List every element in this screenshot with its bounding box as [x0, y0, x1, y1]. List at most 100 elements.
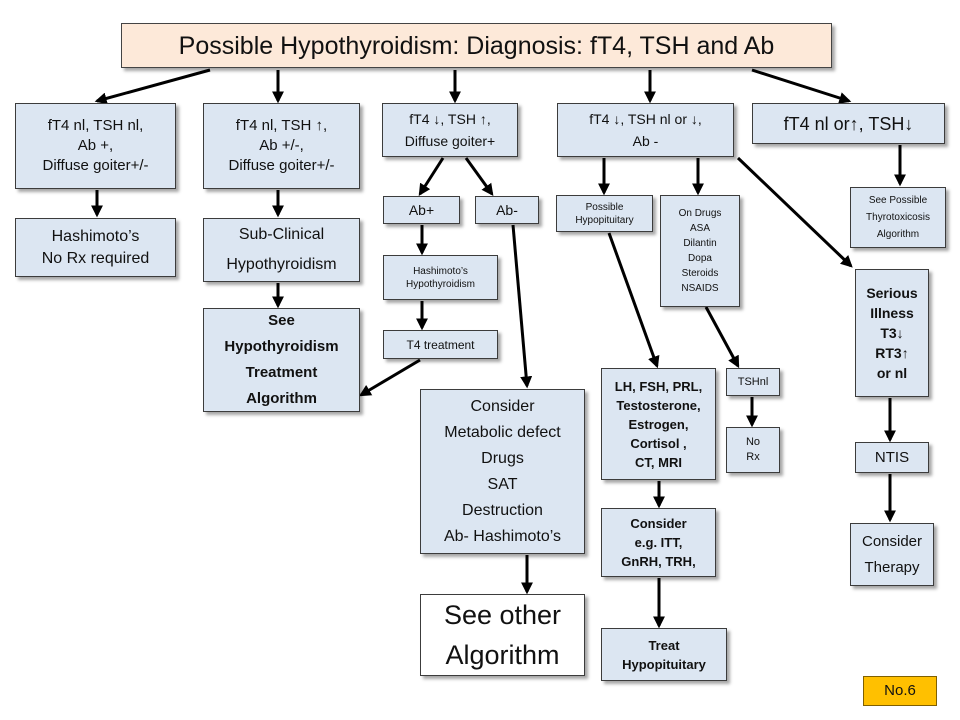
box-line: Ab- — [496, 201, 518, 218]
box-consider-causes: Consider Metabolic defect Drugs SAT Dest… — [420, 389, 585, 554]
box-line: Dilantin — [683, 238, 717, 249]
box-line: NSAIDS — [681, 283, 719, 294]
box-line: Therapy — [864, 558, 920, 576]
box-see-other-algorithm: See other Algorithm — [420, 594, 585, 676]
box-low-ft4-tsh-nl-branch: fT4 ↓, TSH nl or ↓, Ab - — [557, 103, 734, 157]
box-line: TSHnl — [737, 375, 769, 388]
box-line: On Drugs — [678, 208, 722, 219]
box-line: Serious — [866, 285, 918, 301]
box-subclinical-branch: fT4 nl, TSH ↑, Ab +/-, Diffuse goiter+/- — [203, 103, 360, 189]
box-line: LH, FSH, PRL, — [614, 378, 703, 394]
box-line: No — [745, 436, 761, 448]
box-line: T3↓ — [880, 325, 904, 341]
arrow-title-to-tsh-low — [751, 68, 852, 104]
box-line: Hypothyroidism — [224, 338, 339, 355]
box-line: Metabolic defect — [444, 423, 561, 441]
box-line: ASA — [689, 223, 710, 234]
box-line: Hashimoto’s — [51, 227, 140, 245]
box-line: Hashimoto’s — [413, 265, 468, 277]
arrow-t4-to-see-algorithm — [358, 358, 421, 397]
box-no-rx: No Rx — [726, 427, 780, 473]
box-see-hypothyroidism-algorithm: See Hypothyroidism Treatment Algorithm — [203, 308, 360, 412]
box-line: fT4 ↓, TSH nl or ↓, — [589, 111, 702, 127]
box-ab-pos: Ab+ — [383, 196, 460, 224]
box-line: Hypopituitary — [575, 214, 634, 226]
badge-text: No.6 — [884, 682, 916, 699]
box-line: RT3↑ — [875, 345, 909, 361]
box-treat-hypopituitary: Treat Hypopituitary — [601, 628, 727, 681]
box-see-thyrotoxicosis: See Possible Thyrotoxicosis Algorithm — [850, 187, 946, 248]
box-line: Ab- Hashimoto’s — [443, 527, 562, 545]
box-low-ft4-high-tsh-branch: fT4 ↓, TSH ↑, Diffuse goiter+ — [382, 103, 518, 157]
box-line: Ab - — [632, 133, 659, 149]
arrow-low-ft4-to-serious-illness — [736, 156, 853, 268]
arrow-low-ft4-to-ab-pos — [418, 157, 445, 197]
box-line: No Rx required — [41, 249, 150, 267]
box-line: Steroids — [681, 268, 719, 279]
box-line: Consider — [630, 516, 687, 531]
diagram-title: Possible Hypothyroidism: Diagnosis: fT4,… — [121, 23, 832, 68]
box-line: See other — [443, 600, 562, 630]
box-line: fT4 nl, TSH ↑, — [235, 117, 328, 134]
box-line: Diffuse goiter+ — [404, 133, 496, 149]
box-on-drugs: On Drugs ASA Dilantin Dopa Steroids NSAI… — [660, 195, 740, 307]
box-line: fT4 nl, TSH nl, — [47, 117, 144, 134]
slide-number-badge: No.6 — [863, 676, 937, 706]
arrow-low-ft4-to-ab-neg — [464, 157, 494, 196]
box-line: Treat — [648, 637, 680, 653]
box-line: Consider — [861, 532, 923, 550]
box-line: GnRH, TRH, — [621, 554, 696, 569]
box-ntis: NTIS — [855, 442, 929, 473]
box-line: Diffuse goiter+/- — [228, 157, 335, 174]
title-text: Possible Hypothyroidism: Diagnosis: fT4,… — [178, 31, 775, 60]
box-t4-treatment: T4 treatment — [383, 330, 498, 359]
box-line: T4 treatment — [406, 337, 475, 352]
box-line: Consider — [470, 397, 535, 415]
box-subclinical: Sub-Clinical Hypothyroidism — [203, 218, 360, 282]
box-line: Illness — [870, 305, 914, 321]
box-line: Destruction — [462, 501, 543, 519]
box-normal-branch: fT4 nl, TSH nl, Ab +, Diffuse goiter+/- — [15, 103, 176, 189]
box-line: Diffuse goiter+/- — [42, 157, 149, 174]
box-line: Sub-Clinical — [238, 226, 325, 243]
box-line: Dopa — [688, 253, 712, 264]
box-line: Hypothyroidism — [226, 256, 337, 273]
arrow-ab-neg-to-consider — [511, 224, 533, 389]
box-line: See Possible — [868, 195, 928, 206]
box-serious-illness: Serious Illness T3↓ RT3↑ or nl — [855, 269, 929, 397]
box-line: Treatment — [245, 364, 318, 381]
box-line: Hypopituitary — [622, 656, 706, 672]
arrow-hypopituitary-to-tests — [607, 232, 660, 369]
box-line: or nl — [876, 365, 908, 381]
box-line: Ab +, — [77, 137, 114, 154]
box-line: Estrogen, — [628, 416, 689, 432]
arrow-drugs-to-tshnl — [704, 306, 740, 369]
box-line: Drugs — [481, 449, 524, 467]
box-line: Algorithm — [445, 640, 560, 670]
box-line: Cortisol , — [630, 435, 687, 451]
box-line: Testosterone, — [616, 397, 701, 413]
arrow-title-to-normal — [94, 68, 211, 105]
box-line: Possible — [585, 201, 624, 213]
box-hashimoto-no-rx: Hashimoto’s No Rx required — [15, 218, 176, 277]
box-line: SAT — [487, 475, 518, 493]
box-line: fT4 nl or↑, TSH↓ — [783, 113, 914, 134]
box-ab-neg: Ab- — [475, 196, 539, 224]
box-possible-hypopituitary: Possible Hypopituitary — [556, 195, 653, 232]
box-tsh-nl: TSHnl — [726, 368, 780, 396]
box-consider-tests: Consider e.g. ITT, GnRH, TRH, — [601, 508, 716, 577]
box-hashimoto-hypothyroidism: Hashimoto’s Hypothyroidism — [383, 255, 498, 300]
box-line: Algorithm — [876, 229, 920, 240]
box-consider-therapy: Consider Therapy — [850, 523, 934, 586]
box-line: fT4 ↓, TSH ↑, — [409, 111, 491, 127]
box-line: Hypothyroidism — [406, 278, 475, 290]
box-line: Algorithm — [246, 390, 317, 407]
box-line: Thyrotoxicosis — [866, 212, 930, 223]
box-line: CT, MRI — [635, 454, 682, 470]
box-line: See — [268, 312, 295, 329]
box-tsh-low-branch: fT4 nl or↑, TSH↓ — [752, 103, 945, 144]
box-line: Ab +/-, — [259, 137, 304, 154]
box-line: Ab+ — [408, 201, 435, 218]
box-line: e.g. ITT, — [634, 535, 683, 550]
